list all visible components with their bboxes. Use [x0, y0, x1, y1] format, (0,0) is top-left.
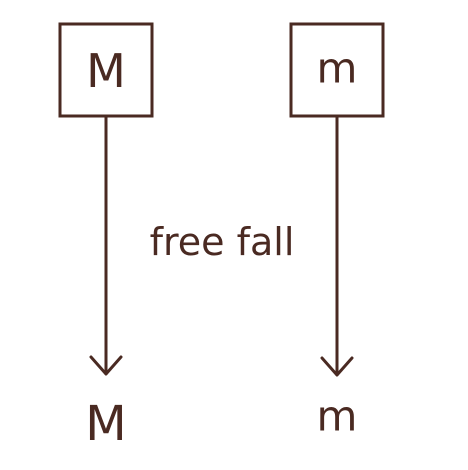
left-mass-box-label: M: [86, 44, 126, 98]
free-fall-caption: free fall: [150, 220, 295, 264]
left-mass-bottom-label: M: [85, 396, 126, 452]
left-fall-arrow-head: [89, 355, 123, 376]
right-mass-box-label: m: [317, 44, 358, 93]
right-fall-arrow-head: [320, 356, 354, 377]
right-mass-bottom-label: m: [317, 392, 358, 441]
